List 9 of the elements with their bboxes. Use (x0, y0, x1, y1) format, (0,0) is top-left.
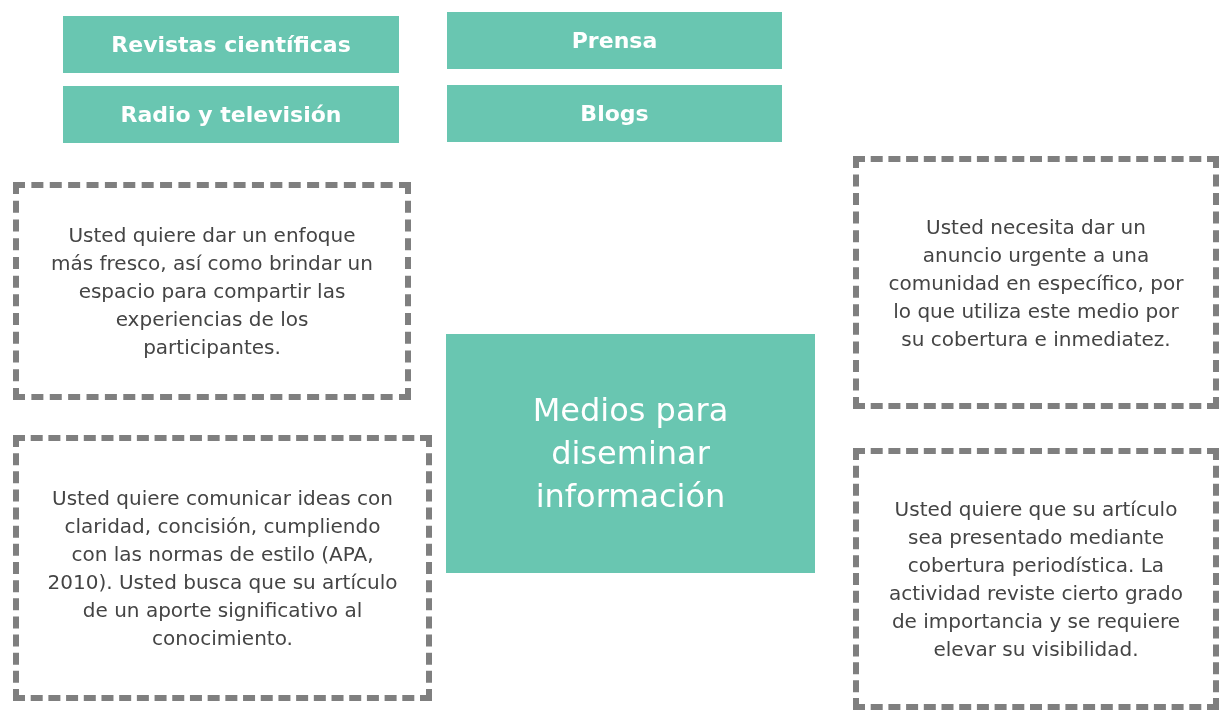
media-type-box: Revistas científicas (63, 16, 399, 73)
media-type-box: Blogs (447, 85, 782, 142)
scenario-box: Usted quiere que su artículo sea presentado mediante cobertura periodística. La actividad reviste cierto grado de importancia y se requiere elevar su visibilidad. (853, 448, 1219, 710)
scenario-box: Usted quiere dar un enfoque más fresco, así como brindar un espacio para compartir las experiencias de los participantes. (13, 182, 411, 400)
media-type-box: Prensa (447, 12, 782, 69)
scenario-box: Usted quiere comunicar ideas con claridad, concisión, cumpliendo con las normas de estilo (APA, 2010). Usted busca que su artículo de un aporte significativo al conocimiento. (13, 435, 432, 701)
central-topic-box: Medios para diseminar información (446, 334, 815, 573)
scenario-box: Usted necesita dar un anuncio urgente a una comunidad en específico, por lo que utiliza este medio por su cobertura e inmediatez. (853, 156, 1219, 409)
media-type-box: Radio y televisión (63, 86, 399, 143)
